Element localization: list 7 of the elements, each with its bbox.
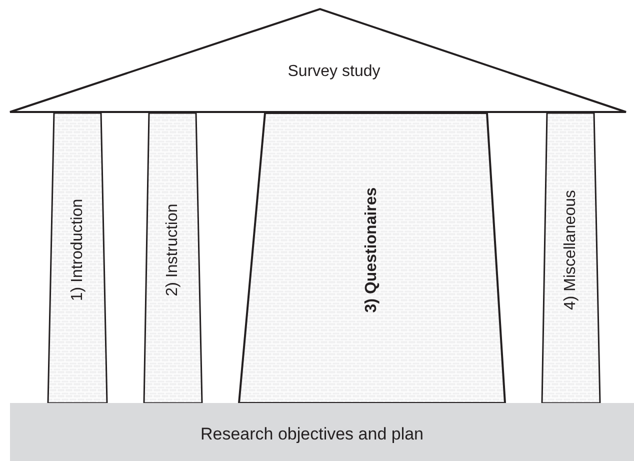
roof-label: Survey study (288, 64, 380, 80)
pillar-label: 1) Introduction (70, 198, 86, 302)
foundation-bar (10, 403, 634, 461)
pillar-label: 2) Instruction (165, 204, 181, 296)
pillar-label: 3) Questionaires (364, 187, 380, 313)
foundation-label: Research objectives and plan (200, 426, 424, 442)
pillar-label: 4) Miscellaneous (563, 190, 579, 310)
